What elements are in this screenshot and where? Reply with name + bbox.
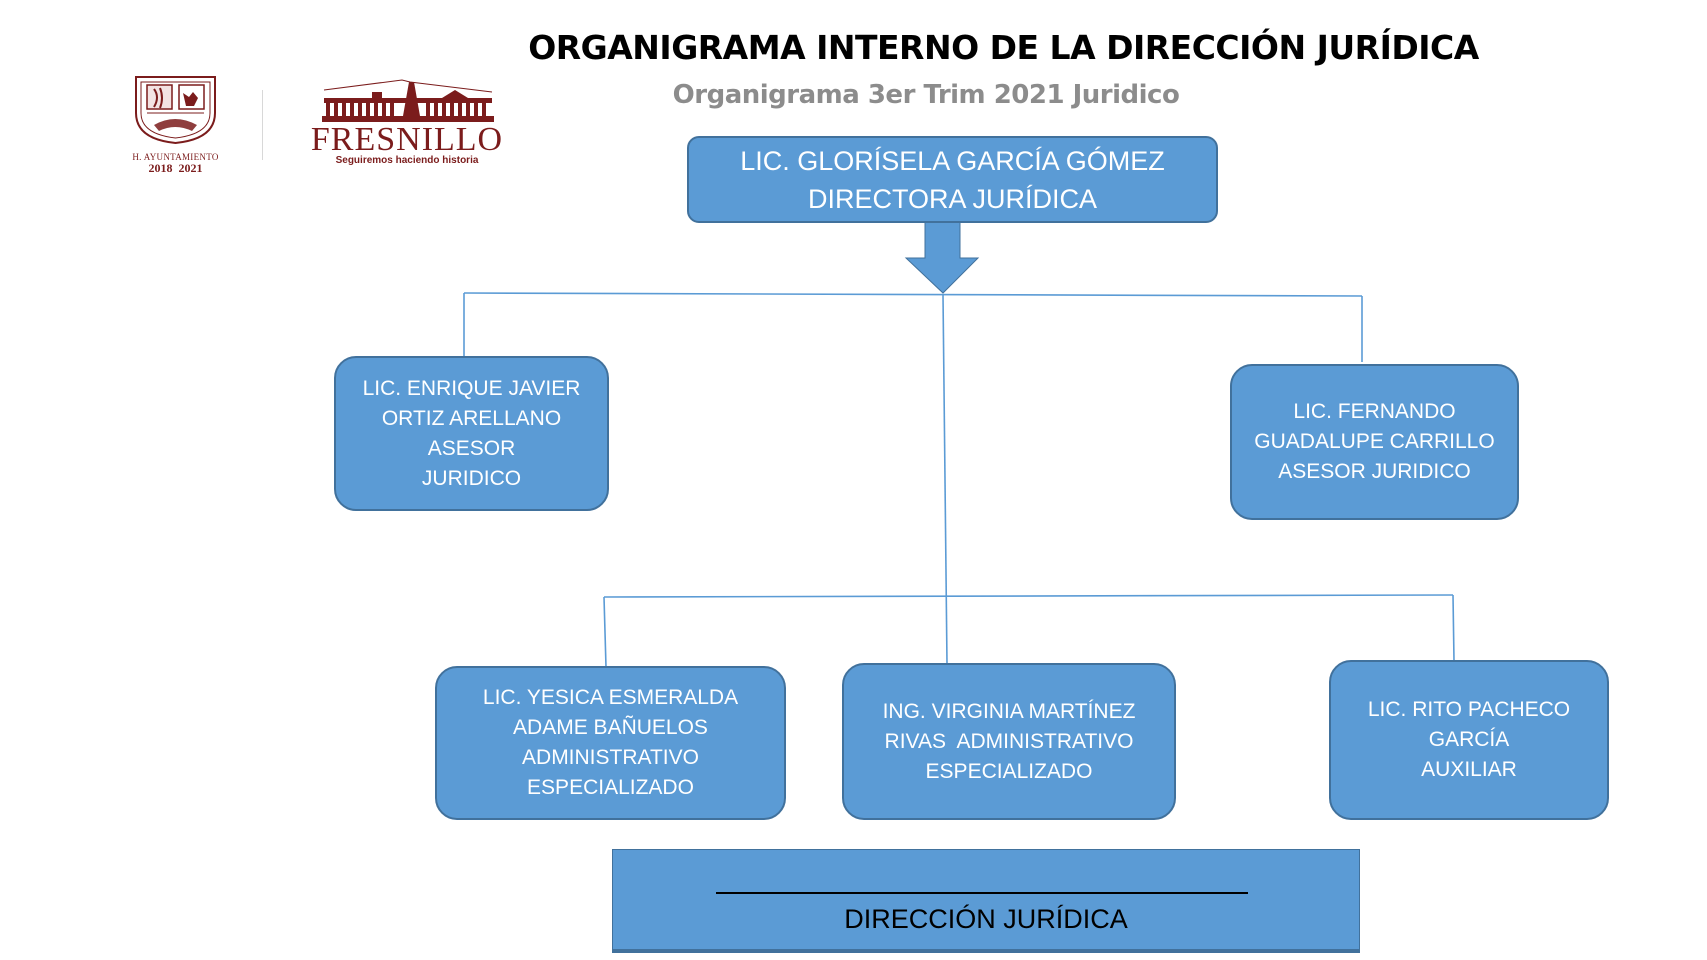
node-advisor-enrique: LIC. ENRIQUE JAVIER ORTIZ ARELLANO ASESO… [334,356,609,511]
node-text-line: LIC. ENRIQUE JAVIER [362,376,581,400]
node-text-line: GUADALUPE CARRILLO [1254,430,1495,453]
city-skyline-icon [322,79,494,122]
node-text-line: ESPECIALIZADO [527,776,694,799]
down-arrow-icon [904,221,980,294]
connector-level2-horizontal [603,594,1454,598]
node-text-line: GARCÍA [1428,728,1510,751]
signature-banner: DIRECCIÓN JURÍDICA [612,849,1360,953]
signature-label: DIRECCIÓN JURÍDICA [844,904,1128,934]
fresnillo-logo: FRESNILLO Seguiremos haciendo historia [292,76,522,168]
node-advisor-fernando: LIC. FERNANDO GUADALUPE CARRILLO ASESOR … [1230,364,1519,520]
node-text-line: ADAME BAÑUELOS [513,716,708,739]
node-text-line: LIC. FERNANDO [1293,400,1456,423]
signature-line [716,892,1248,894]
node-text-line: ORTIZ ARELLANO [381,406,562,430]
fresnillo-tagline: Seguiremos haciendo historia [335,155,479,166]
connector-trunk [942,294,948,665]
ayuntamiento-caption: H. AYUNTAMIENTO [132,152,219,162]
director-title: DIRECTORA JURÍDICA [807,183,1098,214]
node-text-line: AUXILIAR [1421,758,1517,781]
page-subtitle: Organigrama 3er Trim 2021 Juridico [672,80,1180,110]
fresnillo-wordmark: FRESNILLO [310,121,504,158]
connector-staff-right [1452,594,1455,662]
node-text-line: ADMINISTRATIVO [522,746,699,769]
coat-of-arms-icon [135,76,216,145]
connector-staff-left [603,596,607,668]
node-director: LIC. GLORÍSELA GARCÍA GÓMEZ DIRECTORA JU… [687,136,1218,223]
node-text-line: ASESOR [427,436,516,460]
node-staff-rito: LIC. RITO PACHECO GARCÍA AUXILIAR [1329,660,1609,820]
node-staff-yesica: LIC. YESICA ESMERALDA ADAME BAÑUELOS ADM… [435,666,786,820]
node-text-line: ING. VIRGINIA MARTÍNEZ [882,699,1136,723]
director-name: LIC. GLORÍSELA GARCÍA GÓMEZ [740,145,1165,176]
node-text-line: LIC. YESICA ESMERALDA [482,686,739,709]
node-text-line: ASESOR JURIDICO [1278,460,1471,483]
node-text-line: RIVAS ADMINISTRATIVO [884,729,1134,753]
node-text-line: ESPECIALIZADO [925,759,1093,783]
connector-level1-horizontal [463,292,1363,297]
ayuntamiento-logo: H. AYUNTAMIENTO 2018 2021 [128,73,223,175]
node-text-line: JURIDICO [421,466,522,490]
node-text-line: LIC. RITO PACHECO [1367,698,1571,721]
node-staff-virginia: ING. VIRGINIA MARTÍNEZ RIVAS ADMINISTRAT… [842,663,1176,820]
page-title: ORGANIGRAMA INTERNO DE LA DIRECCIÓN JURÍ… [528,28,1479,67]
logo-divider [262,90,263,160]
ayuntamiento-years: 2018 2021 [148,161,203,175]
